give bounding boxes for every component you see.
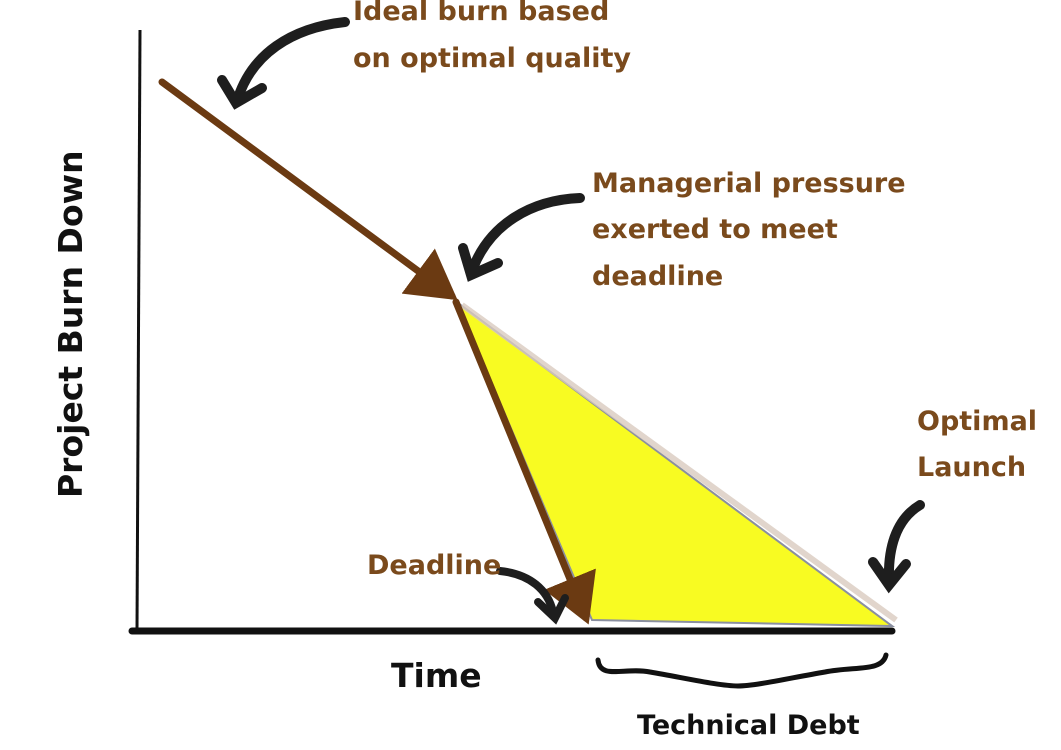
technical-debt-label: Technical Debt bbox=[637, 710, 860, 741]
ideal-burn-label-line-1: Ideal burn based bbox=[353, 0, 609, 27]
x-axis-label: Time bbox=[391, 656, 482, 695]
managerial-pressure-label: Managerial pressure exerted to meet dead… bbox=[592, 168, 915, 292]
pressured-burn-line bbox=[452, 298, 596, 625]
y-axis bbox=[135, 29, 142, 631]
brace-icon bbox=[595, 652, 889, 689]
curved-arrow-icon bbox=[496, 567, 569, 625]
curved-arrow-icon bbox=[458, 193, 585, 282]
optimal-launch-line-2: Launch bbox=[917, 452, 1026, 483]
managerial-pressure-line-3: deadline bbox=[592, 261, 723, 292]
curved-arrow-icon bbox=[868, 500, 925, 594]
managerial-pressure-line-1: Managerial pressure bbox=[592, 168, 906, 199]
optimal-burn-shadow bbox=[460, 302, 898, 623]
managerial-pressure-line-2: exerted to meet bbox=[592, 214, 838, 245]
deadline-label: Deadline bbox=[367, 550, 501, 581]
optimal-launch-line-1: Optimal bbox=[917, 406, 1037, 437]
optimal-launch-label: Optimal Launch bbox=[917, 406, 1046, 483]
ideal-burn-label: Ideal burn based on optimal quality bbox=[353, 0, 631, 74]
ideal-burn-line bbox=[158, 78, 458, 301]
ideal-burn-label-line-2: on optimal quality bbox=[353, 43, 631, 74]
y-axis-label: Project Burn Down bbox=[51, 150, 90, 498]
curved-arrow-icon bbox=[217, 17, 350, 110]
